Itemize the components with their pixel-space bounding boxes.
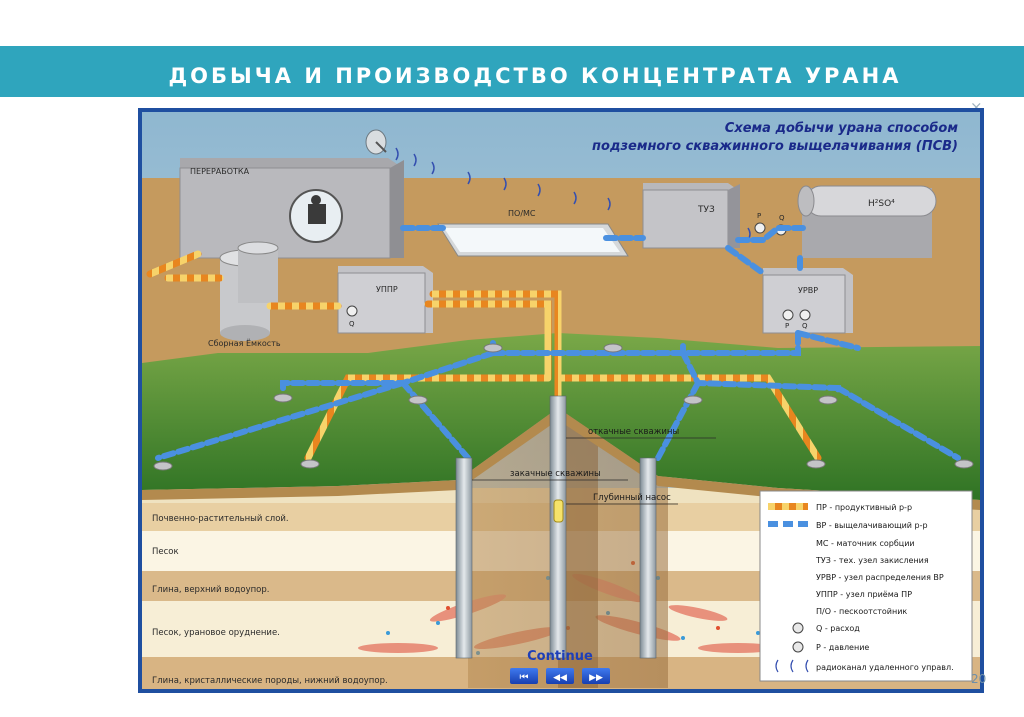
pond-label: ПО/МС xyxy=(508,209,536,218)
page-number: 20 xyxy=(971,672,987,686)
upper-clay-label: Глина, верхний водоупор. xyxy=(152,585,269,595)
ore-sand-label: Песок, урановое оруднение. xyxy=(152,628,280,638)
injection-wells-label: закачные скважины xyxy=(510,469,601,479)
satellite-dish-icon xyxy=(365,129,387,155)
pump-out-wells-label: откачные скважины xyxy=(588,427,679,437)
continue-label[interactable]: Continue xyxy=(527,649,593,664)
back-button[interactable]: ◀◀ xyxy=(546,668,574,684)
legend-item: УРВР - узел распределения ВР xyxy=(816,573,944,582)
uppr-label: УППР xyxy=(376,285,398,294)
slide-title: ДОБЫЧА И ПРОИЗВОДСТВО КОНЦЕНТРАТА УРАНА xyxy=(168,64,902,88)
back-icon: ◀◀ xyxy=(553,673,567,683)
legend-item: ТУЗ - тех. узел закисления xyxy=(815,556,929,565)
legend-symbols xyxy=(768,503,809,673)
pressure-gauge-icon xyxy=(792,641,804,653)
radio-channel-icon xyxy=(775,659,809,673)
legend-item: Q - расход xyxy=(816,624,860,633)
legend-item: Р - давление xyxy=(816,643,869,652)
flow-meter-icon xyxy=(792,622,804,634)
uppr-flow-gauge: Q xyxy=(349,320,355,328)
cutaway-shadow xyxy=(558,398,598,688)
lower-clay-label: Глина, кристаллические породы, нижний во… xyxy=(152,676,388,686)
legend-item: радиоканал удаленного управл. xyxy=(816,663,954,672)
diagram-header-line1: Схема добычи урана способом xyxy=(725,121,959,136)
legend-item: УППР - узел приёма ПР xyxy=(816,590,912,599)
legend-item: ПР - продуктивный р-р xyxy=(816,503,912,512)
acid-tank xyxy=(797,185,937,258)
uvr-flow-gauge: Q xyxy=(802,322,808,330)
uvr-label: УРВР xyxy=(798,286,818,295)
wellheads xyxy=(153,343,974,471)
tank-label: Сборная Ёмкость xyxy=(208,338,281,348)
legend-item: П/О - пескоотстойник xyxy=(816,607,907,616)
collection-tank xyxy=(219,241,279,341)
title-banner xyxy=(0,46,1024,97)
first-slide-button[interactable]: ⏮ xyxy=(510,668,538,684)
uranium-mining-diagram: Схема добычи урана способом подземного с… xyxy=(138,108,984,693)
sand-layer-label: Песок xyxy=(152,547,179,557)
processing-label: ПЕРЕРАБОТКА xyxy=(190,167,250,176)
legend-box xyxy=(759,490,973,682)
tuz-pressure-gauge: P xyxy=(757,212,761,220)
soil-layer-label: Почвенно-растительный слой. xyxy=(152,514,289,524)
uvr-pressure-gauge: P xyxy=(785,322,789,330)
settling-pond xyxy=(437,223,629,257)
processing-building xyxy=(179,158,404,259)
first-icon: ⏮ xyxy=(520,672,529,683)
tuz-flow-gauge: Q xyxy=(779,214,785,222)
uvr-unit xyxy=(762,268,853,334)
legend-item: ВР - выщелачивающий р-р xyxy=(816,521,928,530)
tuz-building xyxy=(642,183,740,249)
well-casings xyxy=(455,395,657,659)
deep-pump-label: Глубинный насос xyxy=(593,493,671,503)
legend-item: МС - маточник сорбции xyxy=(816,539,915,548)
acid-label: H²SO⁴ xyxy=(868,199,895,209)
uppr-unit xyxy=(337,266,433,334)
diagram-header-line2: подземного скважинного выщелачивания (ПС… xyxy=(592,139,958,154)
forward-button[interactable]: ▶▶ xyxy=(582,668,610,684)
tuz-label: ТУЗ xyxy=(697,205,715,215)
forward-icon: ▶▶ xyxy=(589,673,603,683)
